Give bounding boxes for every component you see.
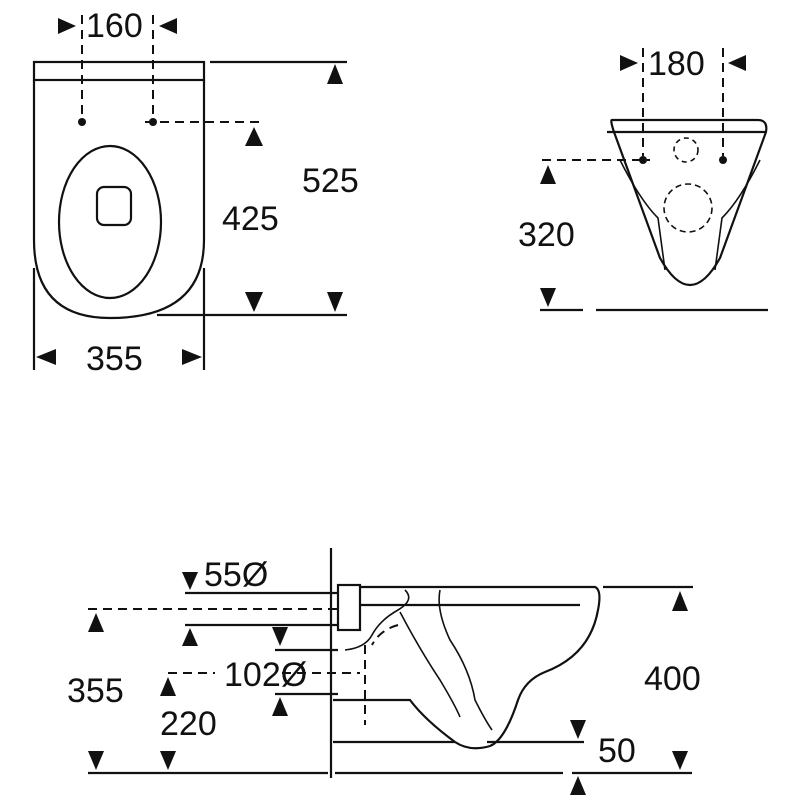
dim-355-height: 355 (67, 672, 124, 710)
cistern-seat-rear (32, 60, 206, 82)
arrow-up-icon (160, 677, 176, 696)
dim-102-diameter: 102Ø (224, 656, 307, 694)
arrow-down-icon (570, 720, 586, 739)
fixing-hole-right (719, 156, 727, 164)
arrow-down-icon (540, 288, 556, 307)
arrow-down-icon (182, 572, 198, 590)
front-view: 180 320 (518, 45, 768, 312)
top-view: 160 525 425 355 (32, 7, 359, 378)
trap-circle (663, 183, 713, 233)
bowl-opening (95, 185, 133, 227)
arrow-up-icon (570, 776, 586, 795)
dim-425: 425 (222, 200, 279, 238)
arrow-up-icon (272, 697, 288, 716)
arrow-left-icon (159, 18, 177, 34)
fixing-hole-left (639, 156, 647, 164)
arrow-down-icon (672, 751, 688, 770)
arrow-up-icon (327, 64, 343, 84)
dim-160: 160 (86, 7, 143, 45)
arrow-up-icon (672, 591, 688, 611)
dim-50: 50 (598, 732, 636, 770)
arrow-right-icon (620, 55, 638, 71)
dim-355-width: 355 (86, 340, 143, 378)
dim-400: 400 (644, 660, 701, 698)
arrow-left-icon (36, 349, 56, 365)
dim-55-diameter: 55Ø (204, 556, 268, 594)
bowl-side-outline (333, 585, 601, 750)
seat-ring (57, 144, 163, 300)
dim-320: 320 (518, 216, 575, 254)
arrow-down-icon (272, 627, 288, 646)
outlet-circle (673, 137, 699, 163)
fixing-hole-left (78, 118, 86, 126)
dim-180: 180 (648, 45, 705, 83)
arrow-right-icon (58, 18, 76, 34)
arrow-up-icon (540, 165, 556, 184)
bowl-outline (32, 80, 206, 320)
arrow-up-icon (182, 628, 198, 646)
arrow-up-icon (88, 613, 104, 632)
arrow-down-icon (245, 292, 263, 312)
front-bowl-outline (610, 118, 768, 287)
arrow-up-icon (245, 127, 263, 146)
arrow-left-icon (728, 55, 746, 71)
arrow-down-icon (327, 292, 343, 312)
arrow-down-icon (88, 751, 104, 770)
arrow-right-icon (182, 349, 202, 365)
dim-220: 220 (160, 705, 217, 743)
arrow-down-icon (160, 751, 176, 770)
inlet-flange (336, 583, 362, 632)
dim-525: 525 (302, 162, 359, 200)
side-view: 55Ø 102Ø 355 220 400 50 (67, 548, 701, 795)
